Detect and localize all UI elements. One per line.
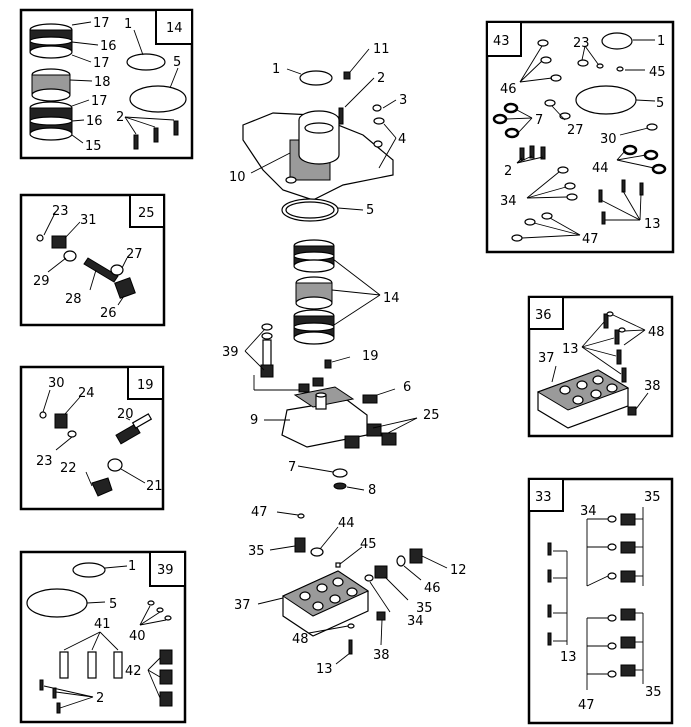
callout-48: 48	[648, 325, 665, 340]
callout-5: 5	[109, 597, 117, 612]
callout-7: 7	[535, 113, 543, 128]
callout-14: 14	[383, 291, 400, 306]
inset-tag-39: 39	[157, 563, 174, 578]
inset-33: 33	[527, 477, 674, 725]
inset-39: 39 1 5 41 40 2 42	[19, 550, 187, 724]
callout-16-top: 16	[100, 39, 117, 54]
callout-13: 13	[316, 662, 333, 677]
callout-34: 34	[500, 194, 517, 209]
callout-8: 8	[368, 483, 376, 498]
callout-23: 23	[573, 36, 590, 51]
callout-40: 40	[129, 629, 146, 644]
callout-5: 5	[173, 55, 181, 70]
callout-35: 35	[248, 544, 265, 559]
callout-11: 11	[373, 42, 390, 57]
callout-29: 29	[33, 274, 50, 289]
callout-2: 2	[116, 110, 124, 125]
callout-30: 30	[600, 132, 617, 147]
callout-47: 47	[582, 232, 599, 247]
callout-5: 5	[656, 96, 664, 111]
callout-17-mid: 17	[93, 56, 110, 71]
callout-19: 19	[362, 349, 379, 364]
callout-45: 45	[360, 537, 377, 552]
callout-1: 1	[657, 34, 665, 49]
callout-48: 48	[292, 632, 309, 647]
callout-9: 9	[250, 413, 258, 428]
callout-15: 15	[85, 139, 102, 154]
callout-20: 20	[117, 407, 134, 422]
callout-35: 35	[416, 601, 433, 616]
callout-2: 2	[377, 71, 385, 86]
callout-28: 28	[65, 292, 82, 307]
callout-46: 46	[500, 82, 517, 97]
inset-tag-36: 36	[535, 308, 552, 323]
callout-3: 3	[399, 93, 407, 108]
callout-34: 34	[407, 614, 424, 629]
inset-19: 19 30 24 20 23 22 21	[19, 365, 165, 511]
inset-tag-14: 14	[166, 21, 183, 36]
callout-13: 13	[560, 650, 577, 665]
callout-24: 24	[78, 386, 95, 401]
callout-27: 27	[126, 247, 143, 262]
callout-13: 13	[562, 342, 579, 357]
callout-22: 22	[60, 461, 77, 476]
inset-tag-19: 19	[137, 378, 154, 393]
callout-37: 37	[538, 351, 555, 366]
callout-44: 44	[592, 161, 609, 176]
callout-46: 46	[424, 581, 441, 596]
callout-37: 37	[234, 598, 251, 613]
inset-43: 43	[485, 20, 675, 254]
callout-34: 34	[580, 504, 597, 519]
callout-45: 45	[649, 65, 666, 80]
callout-13: 13	[644, 217, 661, 232]
callout-4: 4	[398, 132, 406, 147]
callout-23: 23	[36, 454, 53, 469]
callout-25: 25	[423, 408, 440, 423]
callout-47: 47	[578, 698, 595, 713]
inset-tag-25: 25	[138, 206, 155, 221]
callout-38: 38	[644, 379, 661, 394]
callout-6: 6	[403, 380, 411, 395]
callout-5: 5	[366, 203, 374, 218]
callout-18: 18	[94, 75, 111, 90]
callout-17-low: 17	[91, 94, 108, 109]
callout-27: 27	[567, 123, 584, 138]
inset-tag-43: 43	[493, 34, 510, 49]
callout-41: 41	[94, 617, 111, 632]
callout-23: 23	[52, 204, 69, 219]
callout-21: 21	[146, 479, 163, 494]
callout-7: 7	[288, 460, 296, 475]
callout-1: 1	[124, 17, 132, 32]
main-assembly: 11 1 2 3 4 10 5 14 39 19 6 9 25 7 8 47 4…	[222, 42, 467, 677]
callout-35-top: 35	[644, 490, 661, 505]
callout-10: 10	[229, 170, 246, 185]
callout-26: 26	[100, 306, 117, 321]
callout-17-top: 17	[93, 16, 110, 31]
callout-42: 42	[125, 664, 142, 679]
inset-25: 25 23 31 27 29 28 26	[19, 193, 166, 327]
callout-47: 47	[251, 505, 268, 520]
callout-12: 12	[450, 563, 467, 578]
callout-31: 31	[80, 213, 97, 228]
callout-38: 38	[373, 648, 390, 663]
inset-tag-33: 33	[535, 490, 552, 505]
callout-2: 2	[504, 164, 512, 179]
callout-44: 44	[338, 516, 355, 531]
callout-1: 1	[272, 62, 280, 77]
callout-35-bottom: 35	[645, 685, 662, 700]
callout-16-low: 16	[86, 114, 103, 129]
inset-36: 36 48 13 37 38	[527, 295, 674, 438]
callout-30: 30	[48, 376, 65, 391]
callout-39: 39	[222, 345, 239, 360]
callout-1: 1	[128, 559, 136, 574]
callout-2: 2	[96, 691, 104, 706]
inset-14: 14 17 16 17 18 17	[19, 8, 194, 160]
